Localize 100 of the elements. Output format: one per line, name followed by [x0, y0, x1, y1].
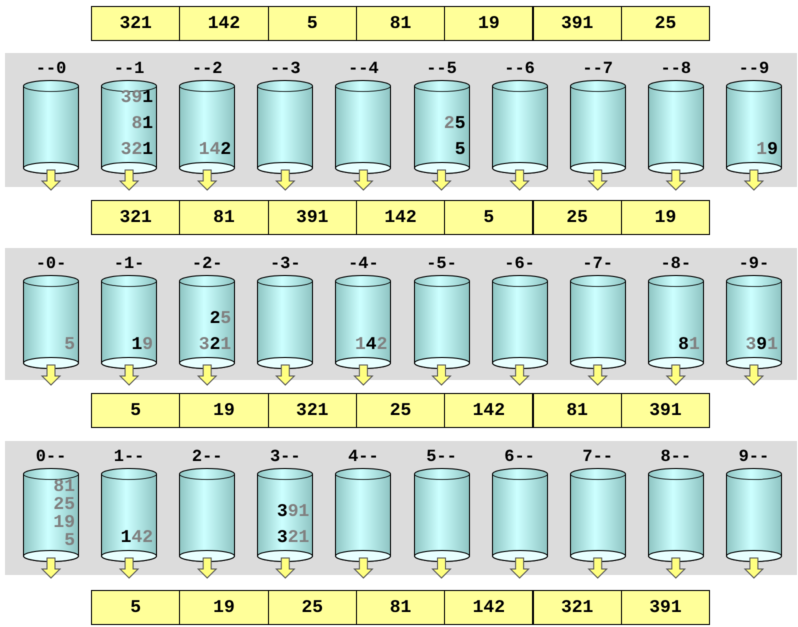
bucket-label: --2 — [190, 61, 224, 79]
array-cell: 321 — [91, 6, 180, 41]
arrow — [431, 170, 452, 191]
arrow — [431, 558, 452, 579]
arrow — [197, 558, 218, 579]
array-cell: 19 — [179, 590, 269, 625]
array-cell: 5 — [444, 200, 534, 235]
arrow — [744, 558, 764, 579]
array-cell: 142 — [179, 6, 269, 41]
arrow — [40, 170, 62, 191]
array-cell: 321 — [532, 590, 622, 625]
arrow — [197, 170, 218, 191]
bucket-number: 391 — [120, 88, 154, 108]
array-cell: 25 — [620, 6, 710, 41]
array-cell: 391 — [268, 200, 357, 235]
array-cell: 5 — [268, 6, 357, 41]
bucket-number: 5 — [64, 531, 75, 551]
array-cell: 142 — [356, 200, 446, 235]
array-cell: 321 — [91, 200, 180, 235]
array-cell: 19 — [444, 6, 534, 41]
bucket-label: 9-- — [738, 449, 770, 467]
bucket-number: 25 — [210, 309, 232, 329]
bucket-label: -1- — [112, 256, 146, 274]
bucket-label: 2-- — [190, 449, 224, 467]
array-cell: 142 — [444, 590, 534, 625]
arrow — [275, 558, 296, 579]
bucket-number: 321 — [198, 335, 232, 355]
bucket-label: -4- — [347, 256, 380, 274]
bucket-label: --8 — [659, 61, 692, 79]
arrow — [509, 364, 530, 386]
bucket-number: 142 — [120, 528, 154, 548]
array-cell: 5 — [91, 590, 180, 625]
bucket-label: -6- — [503, 256, 536, 274]
bucket-number: 25 — [444, 114, 466, 134]
array-cell: 5 — [91, 393, 180, 428]
arrow — [666, 170, 686, 191]
arrow — [118, 170, 140, 191]
array-cell: 391 — [620, 590, 710, 625]
arrow — [40, 558, 62, 579]
bucket-number: 81 — [131, 114, 154, 134]
arrow — [509, 558, 530, 579]
array-cell: 81 — [356, 6, 446, 41]
array-cell: 321 — [268, 393, 357, 428]
arrow — [666, 364, 686, 386]
bucket-label: -7- — [581, 256, 614, 274]
array-cell: 81 — [179, 200, 269, 235]
bucket-label: --3 — [268, 61, 302, 79]
bucket-number: 5 — [454, 140, 466, 160]
bucket-number: 19 — [53, 513, 75, 533]
bucket-label: -3- — [268, 256, 302, 274]
bucket-number: 321 — [120, 140, 154, 160]
bucket-label: 8-- — [659, 449, 692, 467]
panel-background — [5, 248, 797, 380]
arrow — [40, 364, 62, 386]
array-cell: 391 — [532, 6, 622, 41]
bucket-number: 142 — [198, 140, 232, 160]
arrow — [509, 170, 530, 191]
bucket-label: 3-- — [268, 449, 302, 467]
arrow — [588, 364, 608, 386]
arrow — [275, 170, 296, 191]
bucket-number: 391 — [745, 335, 778, 355]
bucket-label: -5- — [425, 256, 458, 274]
panel-background — [5, 441, 797, 575]
bucket-number: 391 — [276, 502, 310, 522]
bucket-label: 0-- — [34, 449, 68, 467]
array-cell: 25 — [356, 393, 446, 428]
array-cell: 81 — [532, 393, 622, 428]
arrow — [744, 170, 764, 191]
bucket-number: 321 — [276, 528, 310, 548]
bucket-label: 5-- — [425, 449, 458, 467]
arrow — [431, 364, 452, 386]
array-cell: 391 — [620, 393, 710, 428]
bucket-label: -2- — [190, 256, 224, 274]
bucket-label: 6-- — [503, 449, 536, 467]
bucket-label: --7 — [581, 61, 614, 79]
bucket-label: --1 — [112, 61, 146, 79]
bucket-label: --4 — [347, 61, 380, 79]
bucket-label: --9 — [738, 61, 770, 79]
array-cell: 19 — [620, 200, 710, 235]
bucket-number: 19 — [756, 140, 778, 160]
bucket-label: --5 — [425, 61, 458, 79]
array-cell: 25 — [532, 200, 622, 235]
bucket-number: 81 — [53, 477, 75, 497]
arrow — [744, 364, 764, 386]
panel-background — [5, 53, 797, 187]
arrow — [353, 170, 374, 191]
arrow — [588, 170, 608, 191]
arrow — [588, 558, 608, 579]
array-cell: 25 — [268, 590, 357, 625]
arrow — [118, 558, 140, 579]
bucket-label: --6 — [503, 61, 536, 79]
bucket-label: 1-- — [112, 449, 146, 467]
arrow — [275, 364, 296, 386]
arrow — [353, 558, 374, 579]
array-cell: 19 — [179, 393, 269, 428]
arrow — [118, 364, 140, 386]
bucket-label: -0- — [34, 256, 68, 274]
array-cell: 142 — [444, 393, 534, 428]
bucket-number: 81 — [678, 335, 700, 355]
bucket-label: 4-- — [347, 449, 380, 467]
